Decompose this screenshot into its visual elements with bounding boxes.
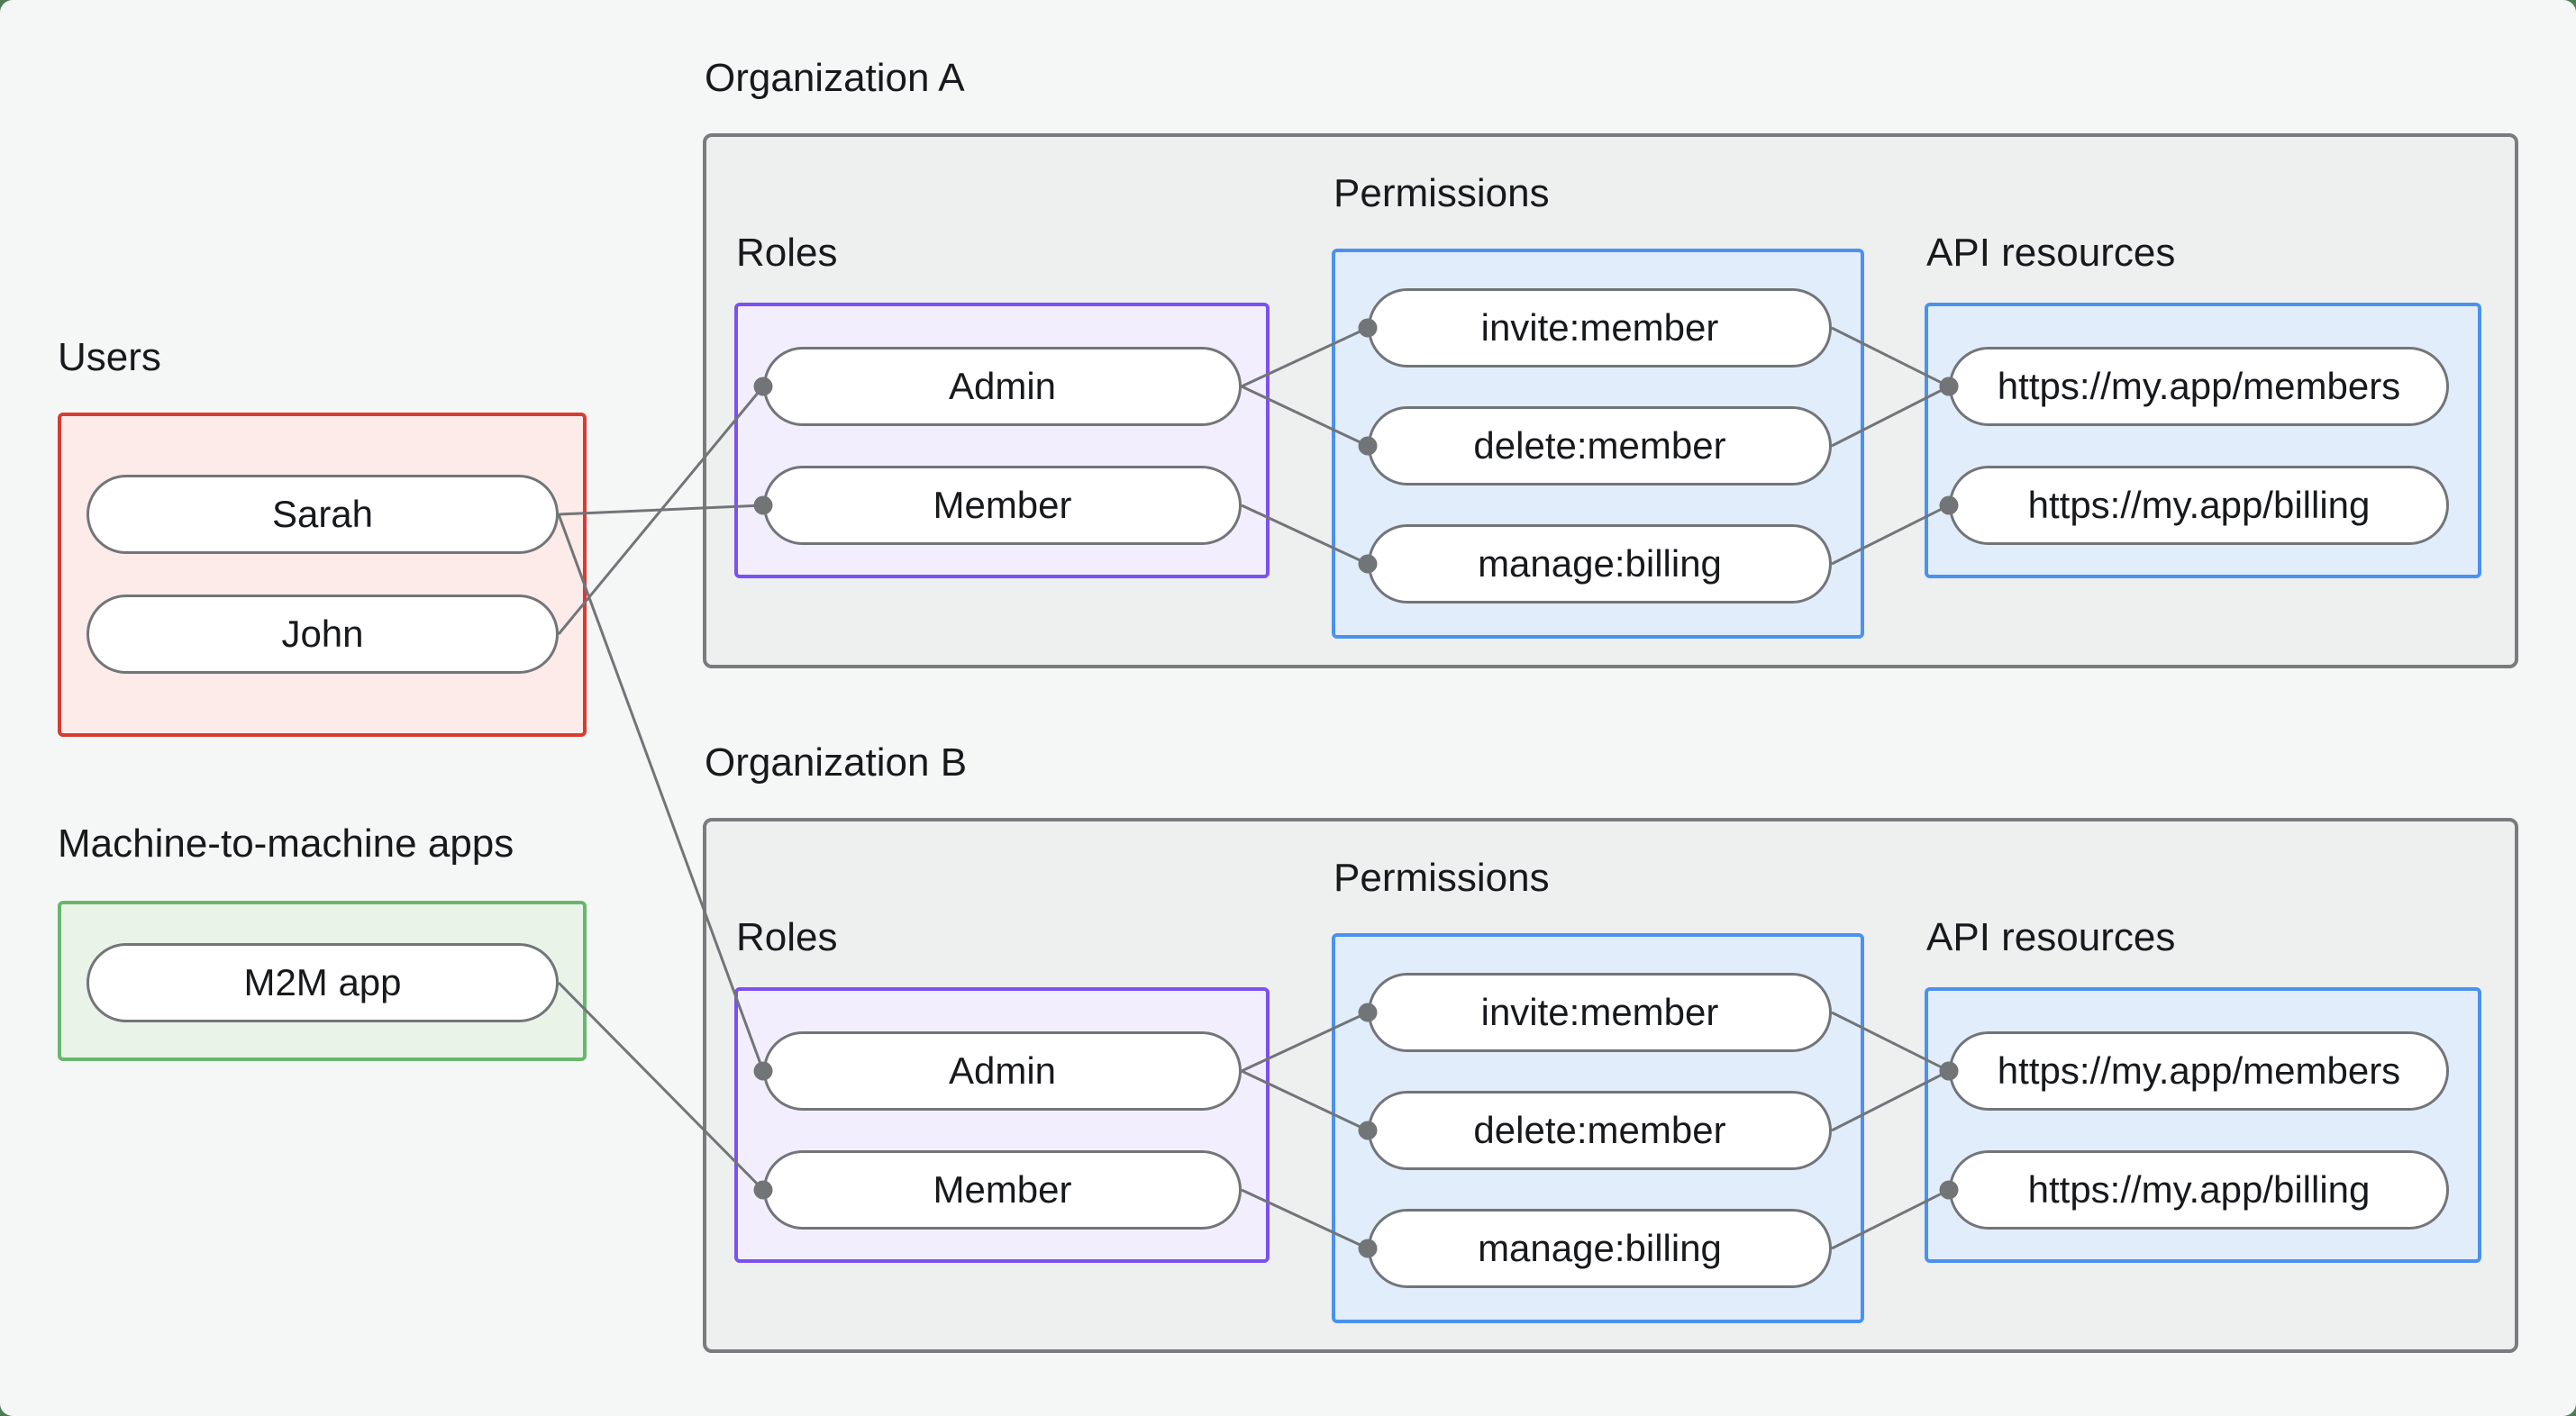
org-b-permission-pill-invite-member: invite:member [1368, 973, 1832, 1052]
org-b-role-pill-admin: Admin [763, 1031, 1242, 1111]
role-pill-label: Member [933, 1168, 1072, 1211]
user-pill-sarah: Sarah [86, 475, 559, 554]
api-pill-label: https://my.app/billing [2027, 484, 2371, 526]
user-pill-john: John [86, 595, 559, 674]
api-pill-label: https://my.app/members [1997, 1049, 2401, 1092]
permission-pill-label: manage:billing [1478, 1227, 1722, 1269]
permission-pill-label: invite:member [1480, 306, 1719, 349]
role-pill-label: Admin [948, 365, 1057, 407]
permission-pill-label: invite:member [1480, 991, 1719, 1033]
org-a-permission-pill-invite-member: invite:member [1368, 288, 1832, 368]
role-pill-label: Member [933, 484, 1072, 526]
m2m-app-pill: M2M app [86, 943, 559, 1022]
org-a-api-pill-billing: https://my.app/billing [1949, 466, 2449, 545]
org-a-role-pill-admin: Admin [763, 347, 1242, 426]
permission-pill-label: manage:billing [1478, 542, 1722, 585]
m2m-section-label: Machine-to-machine apps [58, 821, 514, 866]
org-b-permissions-label: Permissions [1334, 856, 1550, 900]
users-section-label: Users [58, 335, 161, 379]
user-pill-label: Sarah [271, 493, 374, 535]
permission-pill-label: delete:member [1473, 424, 1726, 467]
org-a-api-pill-members: https://my.app/members [1949, 347, 2449, 426]
api-pill-label: https://my.app/billing [2027, 1168, 2371, 1211]
org-b-api-pill-members: https://my.app/members [1949, 1031, 2449, 1111]
permission-pill-label: delete:member [1473, 1109, 1726, 1151]
org-a-permissions-label: Permissions [1334, 171, 1550, 215]
role-pill-label: Admin [948, 1049, 1057, 1092]
org-b-api-pill-billing: https://my.app/billing [1949, 1150, 2449, 1230]
org-a-api-resources-label: API resources [1926, 231, 2176, 275]
m2m-app-pill-label: M2M app [243, 961, 402, 1003]
organization-b-label: Organization B [705, 740, 968, 785]
org-a-roles-label: Roles [736, 231, 838, 275]
org-a-permission-pill-delete-member: delete:member [1368, 406, 1832, 486]
org-a-permission-pill-manage-billing: manage:billing [1368, 524, 1832, 604]
org-b-role-pill-member: Member [763, 1150, 1242, 1230]
org-b-roles-label: Roles [736, 915, 838, 959]
user-pill-label: John [281, 613, 364, 655]
api-pill-label: https://my.app/members [1997, 365, 2401, 407]
org-b-api-resources-label: API resources [1926, 915, 2176, 959]
users-group-box [58, 413, 587, 737]
org-b-permission-pill-delete-member: delete:member [1368, 1091, 1832, 1170]
org-b-permission-pill-manage-billing: manage:billing [1368, 1209, 1832, 1288]
org-a-role-pill-member: Member [763, 466, 1242, 545]
organization-a-label: Organization A [705, 56, 965, 100]
